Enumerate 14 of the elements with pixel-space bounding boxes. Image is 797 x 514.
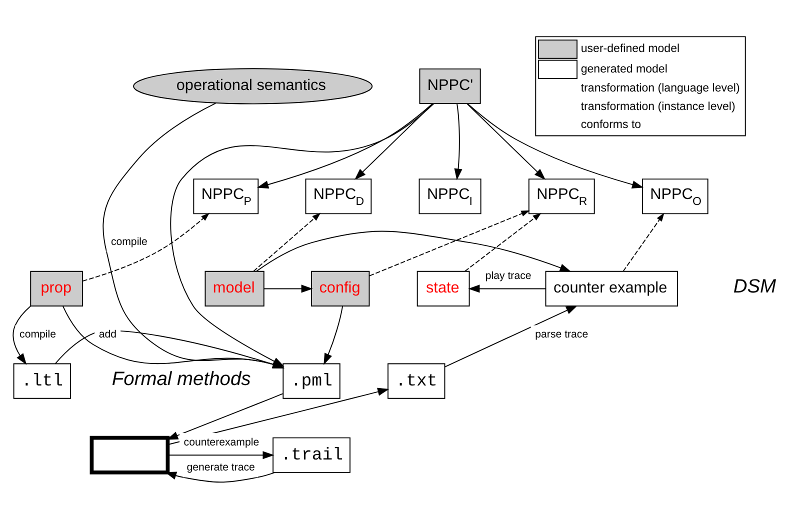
edge-label: compile xyxy=(110,236,148,248)
edge-label: counterexample xyxy=(184,436,260,448)
edge-label: play trace xyxy=(485,269,532,282)
edge-label: compile xyxy=(20,328,56,340)
edge-label: add xyxy=(98,328,117,340)
label: DSM xyxy=(733,276,776,298)
legend-label: transformation (language level) xyxy=(580,82,740,94)
legend-label: conforms to xyxy=(580,118,642,131)
edge-label: generate trace xyxy=(186,460,255,473)
legend-label: transformation (instance level) xyxy=(580,100,736,112)
edge-label: parse trace xyxy=(535,328,588,340)
legend-label: generated model xyxy=(580,62,668,75)
label: Formal methods xyxy=(112,368,251,390)
legend-label: user-defined model xyxy=(580,42,680,55)
